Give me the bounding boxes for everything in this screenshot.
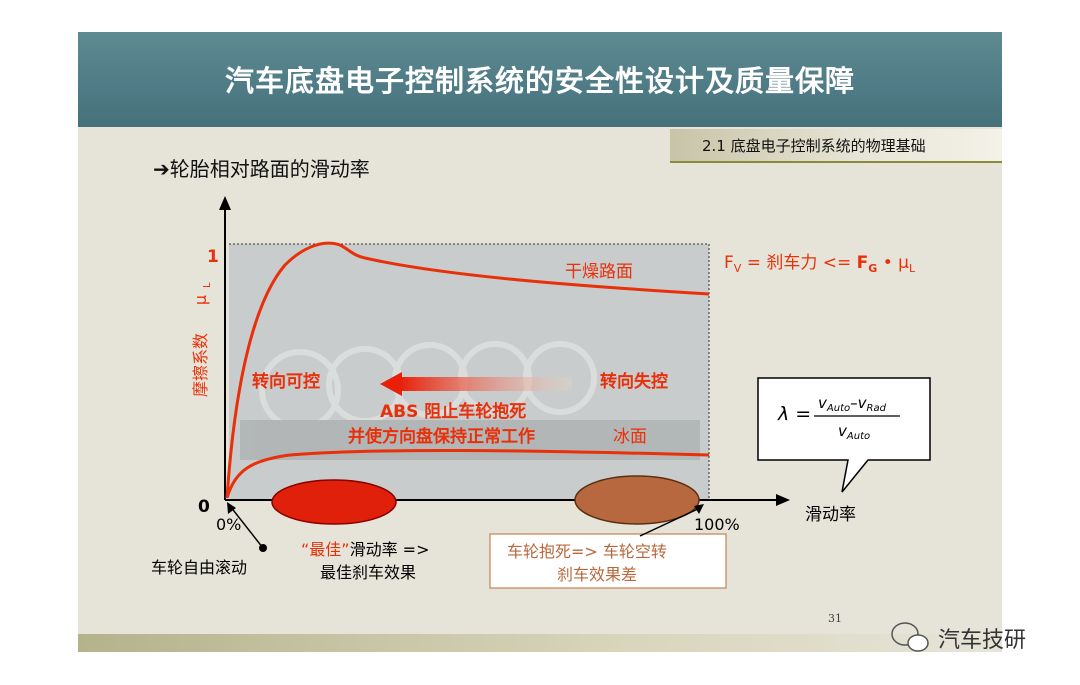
best-slip-line2: 最佳刹车效果: [320, 563, 416, 582]
abs-arrow-body: [400, 377, 572, 391]
locked-wheel-box: [489, 533, 727, 589]
y-axis-label: 摩擦系数: [191, 333, 210, 397]
section-label: 2.1 底盘电子控制系统的物理基础: [702, 137, 926, 155]
y-tick-zero: 0: [198, 497, 210, 517]
watermark: 汽车技研: [938, 628, 1027, 653]
locked-wheel-pointer: [639, 507, 701, 537]
x-axis-label: 滑动率: [805, 505, 856, 525]
svg-text:摩擦系数: 摩擦系数: [191, 333, 210, 397]
steerable-label: 转向可控: [252, 371, 320, 392]
slide-title: 汽车底盘电子控制系统的安全性设计及质量保障: [224, 64, 855, 98]
svg-text:L: L: [202, 282, 213, 288]
x-tick-hundred: 100%: [694, 515, 740, 534]
x-axis-arrow: [776, 494, 790, 506]
unsteerable-label: 转向失控: [600, 371, 668, 392]
ice-label: 冰面: [613, 427, 647, 447]
dry-road-curve: [225, 241, 710, 499]
wechat-icon: [891, 622, 929, 652]
abs-label-line2: 并使方向盘保持正常工作: [348, 426, 535, 447]
brake-force-formula: FV = 刹车力 <= FG • μL: [724, 253, 916, 275]
y-tick-one: 1: [207, 247, 219, 267]
free-roll-label: 车轮自由滚动: [151, 558, 247, 577]
free-roll-pointer: [229, 505, 264, 549]
locked-wheel-ellipse: [574, 475, 700, 525]
slip-denominator: vAuto: [838, 422, 870, 442]
ice-curve: [225, 448, 710, 499]
locked-wheel-line1: 车轮抱死=> 车轮空转: [507, 542, 667, 561]
bottom-bar: [78, 634, 1002, 652]
dry-road-label: 干燥路面: [565, 262, 633, 282]
free-roll-dot: [259, 544, 267, 552]
page-number: 31: [828, 612, 842, 625]
slip-numerator: vAuto–vRad: [818, 394, 887, 414]
abs-label-line1: ABS 阻止车轮抱死: [380, 401, 526, 422]
plot-background: [229, 244, 709, 500]
mu-label: μ: [191, 295, 210, 305]
title-banner: 汽车底盘电子控制系统的安全性设计及质量保障: [78, 32, 1002, 127]
svg-text:μ: μ: [191, 295, 210, 305]
slip-formula-callout: [757, 377, 931, 493]
locked-wheel-line2: 刹车效果差: [557, 565, 637, 584]
lambda-symbol: λ =: [777, 403, 811, 425]
abs-arrow-head: [380, 372, 402, 396]
best-slip-line1: “最佳”滑动率 =>: [301, 540, 430, 559]
subtitle: ➔轮胎相对路面的滑动率: [153, 157, 370, 181]
x-tick-zero: 0%: [216, 515, 241, 534]
best-slip-ellipse: [271, 479, 397, 525]
section-tab: 2.1 底盘电子控制系统的物理基础: [670, 129, 1002, 163]
y-axis-arrow: [219, 196, 231, 210]
